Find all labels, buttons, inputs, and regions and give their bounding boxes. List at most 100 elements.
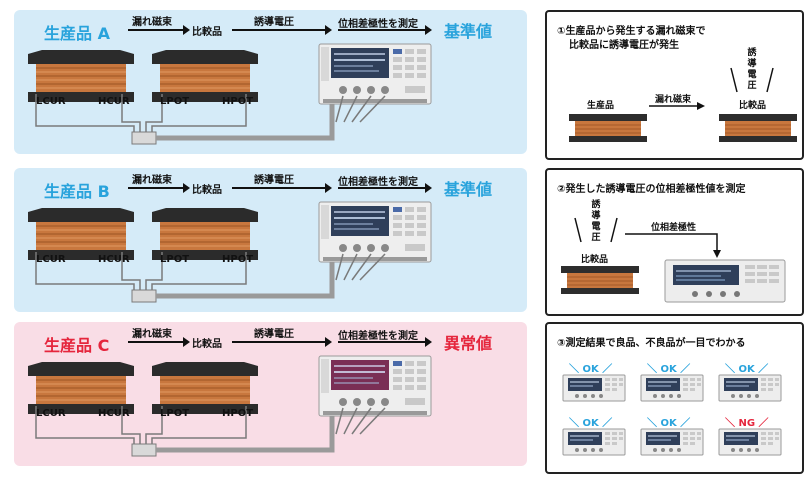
result-status: ＼ OK ／ — [647, 360, 690, 375]
step2-compare-label: 比較品 — [581, 255, 609, 265]
product-title: 生産品 A — [44, 24, 110, 43]
measure-label: 位相差極性を測定 — [338, 177, 418, 188]
step2-lines — [574, 217, 721, 258]
slash-left: ＼ — [647, 364, 661, 375]
step2-title: ②発生した誘導電圧の位相差極性値を測定 — [557, 184, 746, 195]
mini-instrument — [562, 374, 626, 405]
mini-instrument — [640, 374, 704, 405]
leak-flux-arrow — [128, 183, 190, 193]
leak-flux-arrow — [128, 337, 190, 347]
step1-title-line2: 比較品に誘導電圧が発生 — [569, 40, 679, 51]
compare-coil — [152, 362, 258, 414]
probe-wires — [35, 406, 386, 457]
compare-label: 比較品 — [192, 185, 222, 196]
compare-coil — [152, 50, 258, 102]
induced-voltage-arrow — [232, 25, 332, 35]
result-value: 基準値 — [444, 180, 493, 199]
measure-arrow — [338, 183, 432, 193]
step1-coil-product — [569, 114, 647, 142]
terminal-lcur: LCUR — [36, 96, 66, 107]
induced-voltage-arrow — [232, 183, 332, 193]
product-coil — [28, 362, 134, 414]
compare-coil — [152, 208, 258, 260]
induced-voltage-arrow — [232, 337, 332, 347]
step1-slashes — [649, 67, 774, 110]
product-coil — [28, 50, 134, 102]
induced-voltage-label: 誘導電圧 — [254, 17, 294, 28]
status-text: OK — [660, 418, 677, 429]
result-status: ＼ OK ／ — [725, 360, 768, 375]
status-text: OK — [582, 418, 599, 429]
measure-label: 位相差極性を測定 — [338, 19, 418, 30]
leak-flux-label: 漏れ磁束 — [132, 329, 172, 340]
vertical-text: 誘導電圧 — [747, 48, 757, 91]
probe-wires — [35, 94, 386, 145]
slash-left: ＼ — [569, 364, 583, 375]
mini-instrument — [562, 428, 626, 459]
slash-right: ／ — [598, 364, 613, 375]
lcr-meter — [318, 43, 432, 105]
measure-label: 位相差極性を測定 — [338, 331, 418, 342]
slash-right: ／ — [676, 364, 691, 375]
compare-label: 比較品 — [192, 27, 222, 38]
product-title: 生産品 C — [44, 336, 110, 355]
status-text: OK — [660, 364, 677, 375]
slash-left: ＼ — [569, 418, 583, 429]
slash-right: ／ — [676, 418, 691, 429]
step2-instrument — [664, 259, 786, 303]
terminal-lpot: LPOT — [160, 96, 190, 107]
step3-title: ③測定結果で良品、不良品が一目でわかる — [557, 338, 746, 349]
terminal-hpot: HPOT — [222, 408, 254, 419]
leak-flux-label: 漏れ磁束 — [132, 17, 172, 28]
step2-box: ②発生した誘導電圧の位相差極性値を測定 誘導電圧 位相差極性 比較品 — [545, 168, 804, 316]
induced-voltage-label: 誘導電圧 — [254, 175, 294, 186]
mini-instrument — [718, 428, 782, 459]
result-status: ＼ NG ／ — [725, 414, 769, 429]
terminal-lpot: LPOT — [160, 254, 190, 265]
lcr-meter — [318, 355, 432, 417]
slash-right: ／ — [598, 418, 613, 429]
result-status: ＼ OK ／ — [569, 414, 612, 429]
step1-arrow-label: 漏れ磁束 — [655, 95, 692, 105]
status-text: OK — [582, 364, 599, 375]
result-value: 基準値 — [444, 22, 493, 41]
result-status: ＼ OK ／ — [569, 360, 612, 375]
mini-instrument — [640, 428, 704, 459]
terminal-lcur: LCUR — [36, 408, 66, 419]
result-status: ＼ OK ／ — [647, 414, 690, 429]
terminal-hcur: HCUR — [98, 254, 130, 265]
induced-voltage-label: 誘導電圧 — [254, 329, 294, 340]
step1-product-label: 生産品 — [587, 101, 615, 111]
product-title: 生産品 B — [44, 182, 110, 201]
terminal-hcur: HCUR — [98, 408, 130, 419]
product-panel: 生産品 C 漏れ磁束 比較品 誘導電圧 位相差極性を測定 異常値 — [14, 322, 527, 466]
slash-left: ＼ — [647, 418, 661, 429]
terminal-hpot: HPOT — [222, 96, 254, 107]
slash-right: ／ — [754, 364, 769, 375]
mini-instrument — [718, 374, 782, 405]
product-coil — [28, 208, 134, 260]
terminal-lcur: LCUR — [36, 254, 66, 265]
status-text: NG — [738, 418, 756, 429]
vertical-text: 誘導電圧 — [591, 200, 601, 243]
compare-label: 比較品 — [192, 339, 222, 350]
measure-arrow — [338, 337, 432, 347]
step1-compare-label: 比較品 — [739, 101, 767, 111]
step2-arrow-label: 位相差極性 — [651, 223, 697, 233]
terminal-hpot: HPOT — [222, 254, 254, 265]
step3-box: ③測定結果で良品、不良品が一目でわかる ＼ OK ／ ＼ OK ／ — [545, 322, 804, 474]
terminal-lpot: LPOT — [160, 408, 190, 419]
terminal-hcur: HCUR — [98, 96, 130, 107]
step1-box: ①生産品から発生する漏れ磁束で 比較品に誘導電圧が発生 誘導電圧 生産品 漏れ磁… — [545, 10, 804, 160]
slash-left: ＼ — [725, 418, 739, 429]
leak-flux-label: 漏れ磁束 — [132, 175, 172, 186]
step1-title-line1: ①生産品から発生する漏れ磁束で — [557, 26, 706, 37]
product-panel: 生産品 B 漏れ磁束 比較品 誘導電圧 位相差極性を測定 基準値 — [14, 168, 527, 312]
step1-coil-compare — [719, 114, 797, 142]
product-panel: 生産品 A 漏れ磁束 比較品 誘導電圧 位相差極性を測定 基準値 — [14, 10, 527, 154]
probe-wires — [35, 252, 386, 303]
step2-coil — [561, 266, 639, 294]
leak-flux-arrow — [128, 25, 190, 35]
slash-right: ／ — [755, 418, 769, 429]
status-text: OK — [738, 364, 755, 375]
